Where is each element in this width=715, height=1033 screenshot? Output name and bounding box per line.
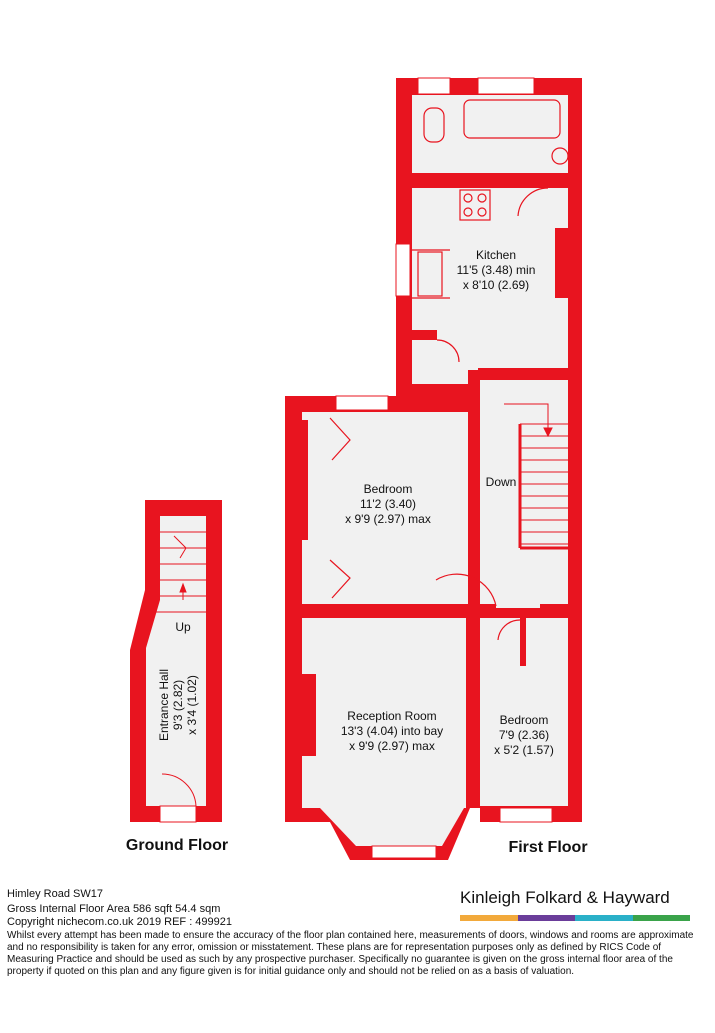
ground-floor-label: Ground Floor — [126, 837, 228, 854]
agent-logo-bar — [460, 915, 690, 921]
svg-text:x 8'10 (2.69): x 8'10 (2.69) — [463, 278, 529, 292]
bedroom-1-label: Bedroom 11'2 (3.40) x 9'9 (2.97) max — [345, 482, 431, 526]
logo-bar-segment — [632, 915, 690, 921]
first-floor-rooms — [302, 95, 568, 846]
logo-bar-segment — [460, 915, 518, 921]
first-floor-stairs — [504, 403, 568, 550]
svg-text:Entrance Hall: Entrance Hall — [157, 669, 171, 741]
floor-area: Gross Internal Floor Area 586 sqft 54.4 … — [7, 903, 221, 915]
svg-text:Bedroom: Bedroom — [500, 713, 549, 727]
agent-logo-text: Kinleigh Folkard & Hayward — [460, 888, 670, 907]
logo-bar-segment — [575, 915, 633, 921]
stairs-down-label: Down — [486, 475, 517, 489]
disclaimer: Whilst every attempt has been made to en… — [7, 930, 694, 977]
svg-text:Reception Room: Reception Room — [347, 709, 436, 723]
svg-text:9'3 (2.82): 9'3 (2.82) — [171, 680, 185, 730]
svg-text:13'3 (4.04) into bay: 13'3 (4.04) into bay — [341, 724, 443, 738]
property-address: Himley Road SW17 — [7, 888, 103, 900]
svg-text:x 5'2 (1.57): x 5'2 (1.57) — [494, 743, 554, 757]
copyright: Copyright nichecom.co.uk 2019 REF : 4999… — [7, 916, 233, 928]
first-floor-label: First Floor — [508, 839, 587, 856]
svg-text:11'5 (3.48) min: 11'5 (3.48) min — [457, 263, 536, 277]
entrance-hall-label: Entrance Hall 9'3 (2.82) x 3'4 (1.02) — [157, 669, 199, 741]
ground-floor-plan — [130, 500, 222, 823]
stairs-up-label: Up — [175, 620, 191, 634]
ground-floor-stairs — [152, 531, 206, 613]
reception-room-label: Reception Room 13'3 (4.04) into bay x 9'… — [341, 709, 443, 753]
bedroom-2-label: Bedroom 7'9 (2.36) x 5'2 (1.57) — [494, 713, 554, 757]
logo-bar-segment — [517, 915, 575, 921]
first-floor-plan — [285, 77, 582, 860]
svg-text:11'2 (3.40): 11'2 (3.40) — [360, 497, 416, 511]
ground-floor-rooms — [146, 516, 206, 806]
first-floor-fixtures — [329, 99, 569, 641]
svg-text:7'9 (2.36): 7'9 (2.36) — [499, 728, 549, 742]
front-door — [159, 773, 197, 823]
first-floor-windows — [335, 77, 553, 859]
svg-text:Bedroom: Bedroom — [364, 482, 413, 496]
svg-text:Kitchen: Kitchen — [476, 248, 516, 262]
kitchen-label: Kitchen 11'5 (3.48) min x 8'10 (2.69) — [457, 248, 536, 292]
svg-text:x 9'9 (2.97) max: x 9'9 (2.97) max — [349, 739, 435, 753]
first-floor-internal-walls — [286, 173, 568, 808]
svg-text:x 3'4 (1.02): x 3'4 (1.02) — [185, 675, 199, 735]
svg-text:x 9'9 (2.97) max: x 9'9 (2.97) max — [345, 512, 431, 526]
